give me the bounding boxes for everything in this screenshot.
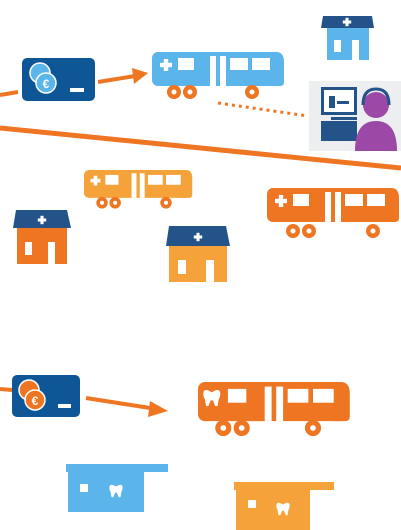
dotted-link-icon xyxy=(217,101,309,118)
arrow-icon xyxy=(0,90,19,97)
telemedicine-icon xyxy=(309,81,401,151)
clinic-icon xyxy=(13,210,71,264)
clinic-icon xyxy=(321,16,374,60)
dental-clinic-icon xyxy=(66,464,168,512)
card-coin-icon: € xyxy=(22,58,95,101)
coin-symbol: € xyxy=(32,394,39,408)
arrow-icon xyxy=(85,396,168,417)
dental-clinic-icon xyxy=(234,482,334,530)
bus-dental-icon xyxy=(198,382,350,437)
bus-medical-icon xyxy=(152,52,284,99)
card-coin-icon: € xyxy=(12,375,80,417)
arrow-icon xyxy=(0,387,13,392)
bus-medical-icon xyxy=(267,188,399,238)
arrow-icon xyxy=(97,68,148,84)
route-line xyxy=(0,125,401,171)
coin-symbol: € xyxy=(43,77,50,91)
clinic-icon xyxy=(166,226,230,282)
bus-medical-icon xyxy=(84,170,193,209)
